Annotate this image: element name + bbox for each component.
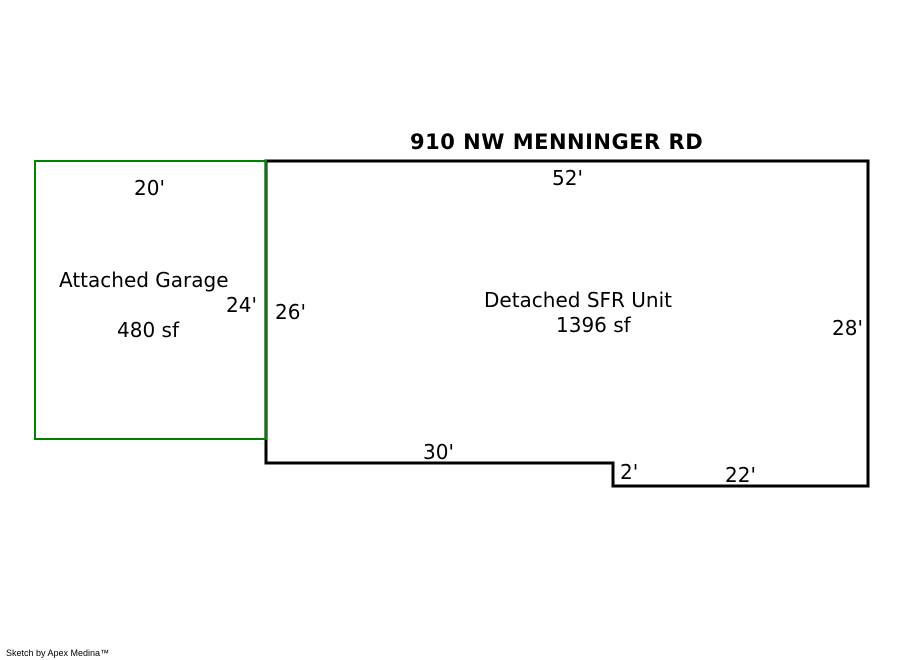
house-outline (264, 159, 870, 488)
house-left-dimension: 26' (275, 300, 306, 324)
sketch-credit: Sketch by Apex Medina™ (6, 648, 110, 658)
property-address-title: 910 NW MENNINGER RD (410, 130, 704, 154)
house-name: Detached SFR Unit (484, 288, 672, 312)
garage-area: 480 sf (117, 318, 179, 342)
garage-top-dimension: 20' (134, 176, 165, 200)
house-bottom-right-dimension: 22' (725, 463, 756, 487)
garage-right-dimension: 24' (226, 293, 257, 317)
house-right-dimension: 28' (832, 316, 863, 340)
house-bottom-left-dimension: 30' (423, 440, 454, 464)
house-step-dimension: 2' (620, 460, 639, 484)
house-area: 1396 sf (556, 313, 631, 337)
house-top-dimension: 52' (552, 166, 583, 190)
garage-name: Attached Garage (59, 268, 229, 292)
garage-outline (34, 160, 267, 440)
